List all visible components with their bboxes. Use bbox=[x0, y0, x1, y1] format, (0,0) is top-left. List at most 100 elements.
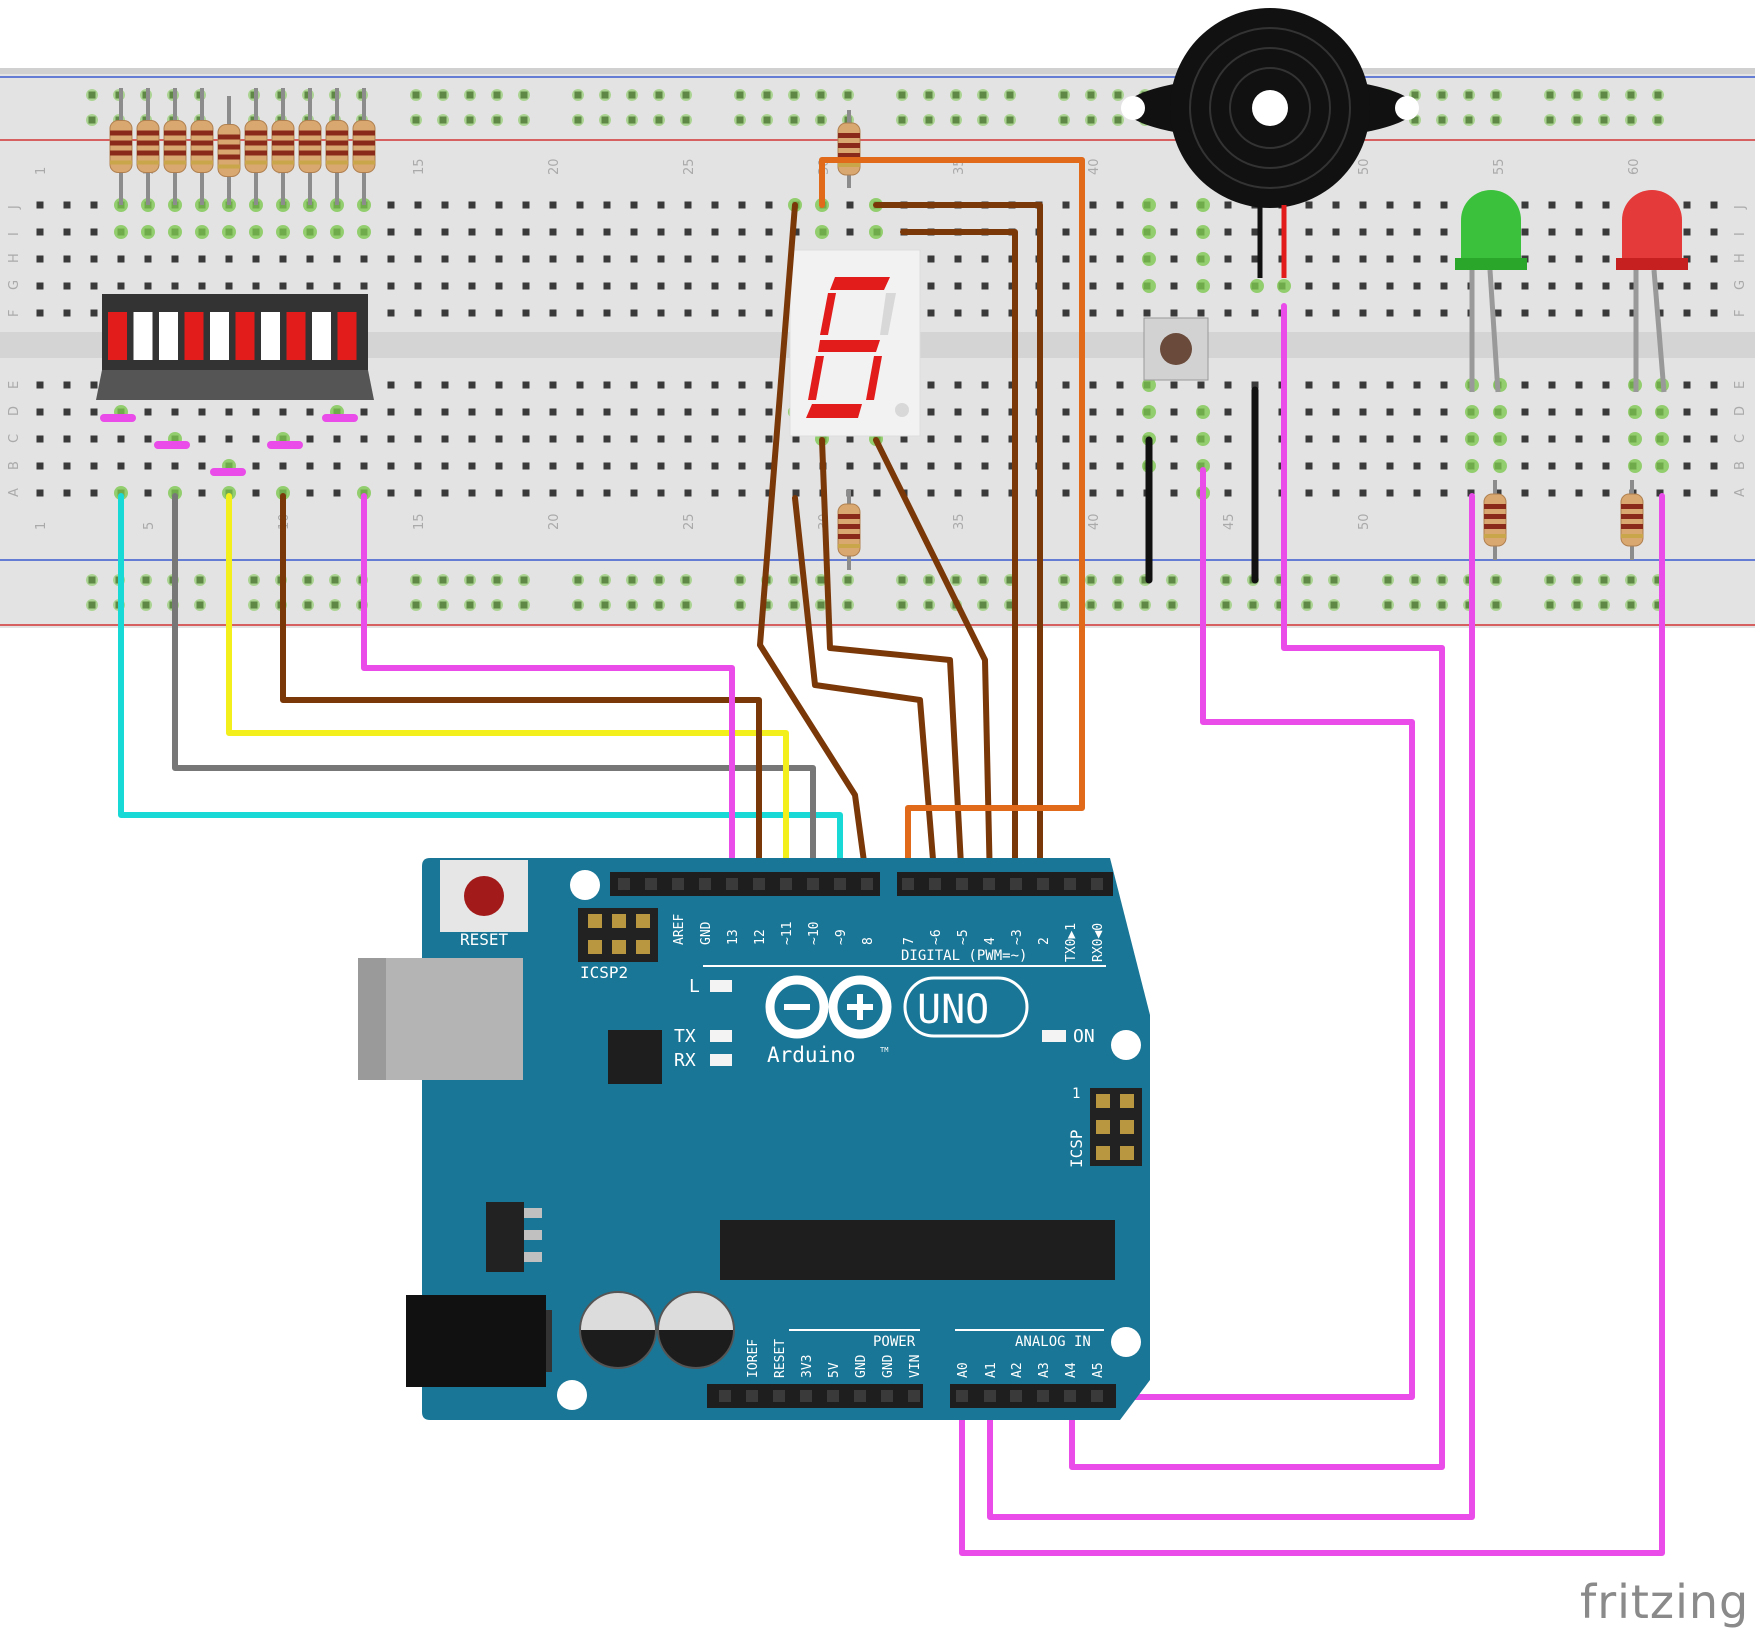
rail-hole-highlight bbox=[572, 574, 584, 586]
short-jumper bbox=[210, 468, 246, 476]
rail-hole-highlight bbox=[1544, 89, 1556, 101]
resistor bbox=[325, 120, 349, 173]
rail-hole-highlight bbox=[464, 574, 476, 586]
used-hole bbox=[1465, 459, 1479, 473]
rail-hole-highlight bbox=[1004, 114, 1016, 126]
hole bbox=[252, 255, 260, 263]
rail-hole-highlight bbox=[1328, 599, 1340, 611]
rail-hole-highlight bbox=[1085, 574, 1097, 586]
hole bbox=[1656, 282, 1664, 290]
rail-hole-highlight bbox=[842, 574, 854, 586]
hole bbox=[1305, 462, 1313, 470]
analog-pin-label: A1 bbox=[984, 1362, 999, 1378]
hole bbox=[630, 228, 638, 236]
hole bbox=[441, 408, 449, 416]
hole bbox=[1305, 309, 1313, 317]
hole bbox=[1116, 408, 1124, 416]
wire bbox=[118, 493, 843, 887]
hole bbox=[1548, 408, 1556, 416]
hole bbox=[1386, 201, 1394, 209]
hole bbox=[954, 489, 962, 497]
hole bbox=[1116, 282, 1124, 290]
hole bbox=[1089, 381, 1097, 389]
hole bbox=[738, 381, 746, 389]
rail-hole-highlight bbox=[437, 114, 449, 126]
rail-hole-highlight bbox=[1436, 89, 1448, 101]
hole bbox=[1575, 255, 1583, 263]
hole bbox=[792, 489, 800, 497]
hole bbox=[1116, 462, 1124, 470]
rail-hole-highlight bbox=[1301, 574, 1313, 586]
hole bbox=[1305, 381, 1313, 389]
hole bbox=[657, 462, 665, 470]
used-hole bbox=[1628, 405, 1642, 419]
hole bbox=[765, 462, 773, 470]
hole bbox=[1332, 435, 1340, 443]
hole bbox=[1440, 201, 1448, 209]
bar-segment bbox=[337, 312, 357, 360]
rail-hole-highlight bbox=[734, 599, 746, 611]
rail-hole-highlight bbox=[950, 89, 962, 101]
rail-hole-highlight bbox=[437, 599, 449, 611]
hole bbox=[414, 309, 422, 317]
rail-hole-highlight bbox=[680, 599, 692, 611]
rail-hole-highlight bbox=[572, 599, 584, 611]
header-pin bbox=[1010, 878, 1022, 890]
hole bbox=[711, 255, 719, 263]
hole bbox=[468, 282, 476, 290]
analog-label: ANALOG IN bbox=[1015, 1334, 1091, 1350]
rail-hole-highlight bbox=[410, 114, 422, 126]
hole bbox=[1305, 201, 1313, 209]
seg-f bbox=[820, 293, 836, 335]
wire bbox=[172, 493, 816, 887]
rail-hole-highlight bbox=[1544, 599, 1556, 611]
hole bbox=[684, 228, 692, 236]
hole bbox=[1305, 408, 1313, 416]
hole bbox=[1062, 201, 1070, 209]
hole bbox=[252, 462, 260, 470]
hole bbox=[1386, 255, 1394, 263]
hole bbox=[144, 435, 152, 443]
hole bbox=[198, 462, 206, 470]
used-hole bbox=[195, 225, 209, 239]
used-hole bbox=[1655, 459, 1669, 473]
hole bbox=[603, 462, 611, 470]
header-pin bbox=[773, 1390, 785, 1402]
row-letter: D bbox=[7, 406, 22, 416]
hole bbox=[1602, 228, 1610, 236]
header-pin bbox=[753, 878, 765, 890]
bar-segment bbox=[184, 312, 204, 360]
rail-hole-highlight bbox=[653, 599, 665, 611]
bar-segment bbox=[261, 312, 280, 360]
hole bbox=[1683, 462, 1691, 470]
header-pin bbox=[984, 1390, 996, 1402]
hole bbox=[441, 201, 449, 209]
rail-hole-highlight bbox=[464, 599, 476, 611]
hole bbox=[684, 201, 692, 209]
resistor bbox=[163, 120, 187, 173]
wire bbox=[1069, 303, 1445, 1470]
hole bbox=[792, 462, 800, 470]
hole bbox=[738, 489, 746, 497]
hole bbox=[576, 462, 584, 470]
hole bbox=[1602, 309, 1610, 317]
rail-hole-highlight bbox=[599, 114, 611, 126]
rail-hole-highlight bbox=[410, 599, 422, 611]
hole bbox=[36, 309, 44, 317]
short-jumper bbox=[154, 441, 190, 449]
rail-hole-highlight bbox=[1382, 574, 1394, 586]
hole bbox=[1575, 309, 1583, 317]
hole bbox=[1575, 408, 1583, 416]
rail-hole-highlight bbox=[815, 89, 827, 101]
resistor bbox=[109, 120, 133, 173]
hole bbox=[1575, 381, 1583, 389]
hole bbox=[1089, 408, 1097, 416]
hole bbox=[711, 228, 719, 236]
hole bbox=[468, 462, 476, 470]
hole bbox=[468, 228, 476, 236]
rail-hole-highlight bbox=[194, 574, 206, 586]
hole bbox=[1224, 282, 1232, 290]
hole bbox=[333, 489, 341, 497]
hole bbox=[522, 309, 530, 317]
bar-segment bbox=[286, 312, 306, 360]
